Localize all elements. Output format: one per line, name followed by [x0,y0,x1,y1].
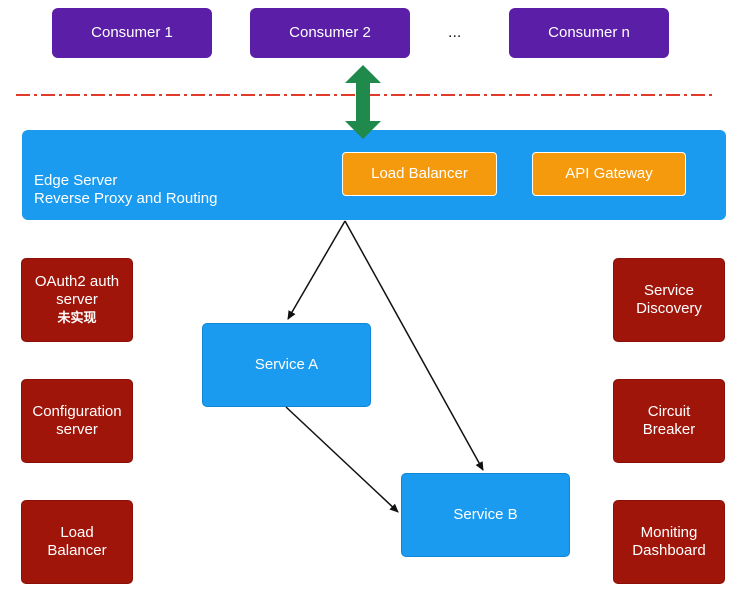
consumer-n: Consumer n [509,8,669,58]
oauth-note: 未实现 [57,310,97,325]
edge-server-subtitle: Reverse Proxy and Routing [34,190,218,207]
lb-line2: Balancer [47,542,107,559]
service-a: Service A [202,323,371,407]
breaker-line1: Circuit [647,403,691,420]
configuration-server: Configuration server [21,379,133,463]
edge-server-label: Edge Server Reverse Proxy and Routing [34,172,217,208]
monitoring-dashboard: Moniting Dashboard [613,500,725,584]
consumer-2: Consumer 2 [250,8,410,58]
circuit-breaker: Circuit Breaker [613,379,725,463]
arrow-service-a-to-service-b [285,406,399,513]
service-a-label: Service A [254,356,319,373]
consumer-1: Consumer 1 [52,8,212,58]
breaker-line2: Breaker [642,421,696,438]
oauth-server: OAuth2 auth server 未实现 [21,258,133,342]
service-discovery: Service Discovery [613,258,725,342]
service-b-label: Service B [453,506,518,523]
consumer-n-label: Consumer n [548,24,630,41]
dashboard-line1: Moniting [640,524,698,541]
edge-load-balancer-label: Load Balancer [371,165,468,182]
dashboard-line2: Dashboard [632,542,706,559]
config-line2: server [56,421,98,438]
consumer-ellipsis: ... [448,24,462,41]
api-gateway: API Gateway [532,152,686,196]
discovery-line2: Discovery [636,300,702,317]
edge-server-title: Edge Server [34,172,118,189]
consumer-2-label: Consumer 2 [289,24,371,41]
edge-load-balancer: Load Balancer [342,152,497,196]
load-balancer-component: Load Balancer [21,500,133,584]
oauth-line1: OAuth2 auth [34,273,120,290]
config-line1: Configuration [32,403,122,420]
discovery-line1: Service [643,282,695,299]
arrow-edge-to-service-a [287,220,346,320]
lb-line1: Load [60,524,94,541]
double-arrow-icon [345,65,381,139]
consumer-1-label: Consumer 1 [91,24,173,41]
service-b: Service B [401,473,570,557]
api-gateway-label: API Gateway [565,165,653,182]
arrow-edge-to-service-b [344,220,484,471]
oauth-line2: server [56,291,98,308]
